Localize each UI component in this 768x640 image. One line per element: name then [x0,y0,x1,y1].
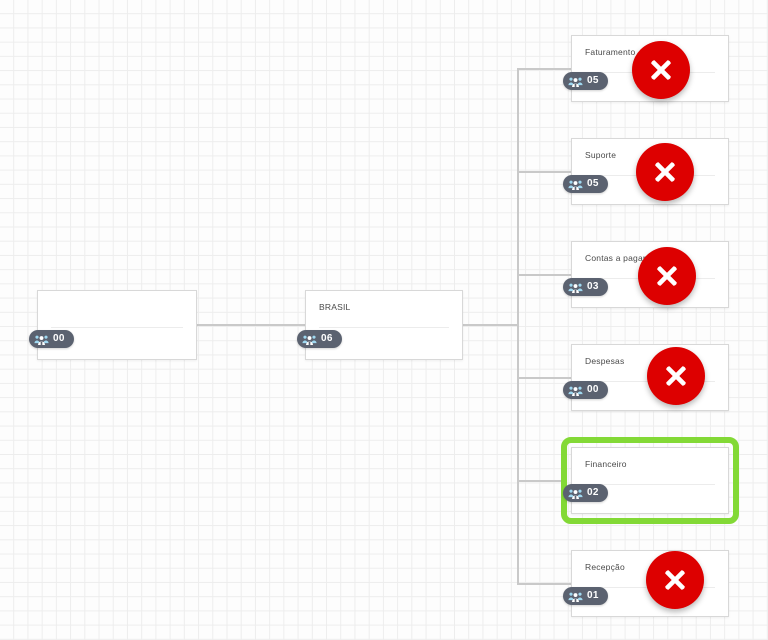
org-node-title: Financeiro [585,459,627,469]
red-x-icon[interactable] [638,247,696,305]
people-group-icon [34,333,49,345]
people-count-value: 05 [587,178,599,189]
org-node-title: Recepção [585,562,625,572]
org-node-root[interactable]: 00 [29,290,197,360]
org-node-financeiro[interactable]: Financeiro 02 [563,447,729,514]
connector-trunk-to-financeiro [517,480,563,482]
connector-root-to-brasil [197,324,305,326]
connector-trunk-to-despesas [517,377,573,379]
org-node-title: BRASIL [319,302,351,312]
people-count-badge[interactable]: 05 [563,72,608,90]
org-node-title: Contas a pagar [585,253,646,263]
connector-trunk-to-suporte [517,171,573,173]
people-count-value: 00 [53,333,65,344]
people-group-icon [568,178,583,190]
people-count-value: 03 [587,281,599,292]
connector-brasil-to-trunk [463,324,519,326]
people-count-value: 05 [587,75,599,86]
connector-trunk-to-recepcao [517,583,573,585]
people-group-icon [568,75,583,87]
red-x-icon[interactable] [632,41,690,99]
org-node-title: Despesas [585,356,625,366]
people-count-badge[interactable]: 00 [563,381,608,399]
people-count-value: 00 [587,384,599,395]
org-node-title: Faturamento [585,47,636,57]
people-count-badge[interactable]: 01 [563,587,608,605]
people-group-icon [568,590,583,602]
red-x-icon[interactable] [646,551,704,609]
people-count-badge[interactable]: 06 [297,330,342,348]
connector-trunk-to-contas-a-pagar [517,274,573,276]
people-group-icon [568,384,583,396]
red-x-icon[interactable] [636,143,694,201]
people-count-badge[interactable]: 03 [563,278,608,296]
people-count-badge[interactable]: 00 [29,330,74,348]
people-group-icon [302,333,317,345]
node-divider [319,327,449,328]
org-node-brasil[interactable]: BRASIL 06 [297,290,463,360]
connector-trunk-vertical [517,68,519,584]
node-divider [51,327,183,328]
people-count-value: 01 [587,590,599,601]
selected-node-highlight [561,437,739,524]
people-group-icon [568,487,583,499]
red-x-icon[interactable] [647,347,705,405]
node-divider [585,484,715,485]
connector-trunk-to-faturamento [517,68,573,70]
org-node-title: Suporte [585,150,617,160]
people-count-value: 06 [321,333,333,344]
people-count-value: 02 [587,487,599,498]
people-count-badge[interactable]: 05 [563,175,608,193]
people-group-icon [568,281,583,293]
people-count-badge[interactable]: 02 [563,484,608,502]
